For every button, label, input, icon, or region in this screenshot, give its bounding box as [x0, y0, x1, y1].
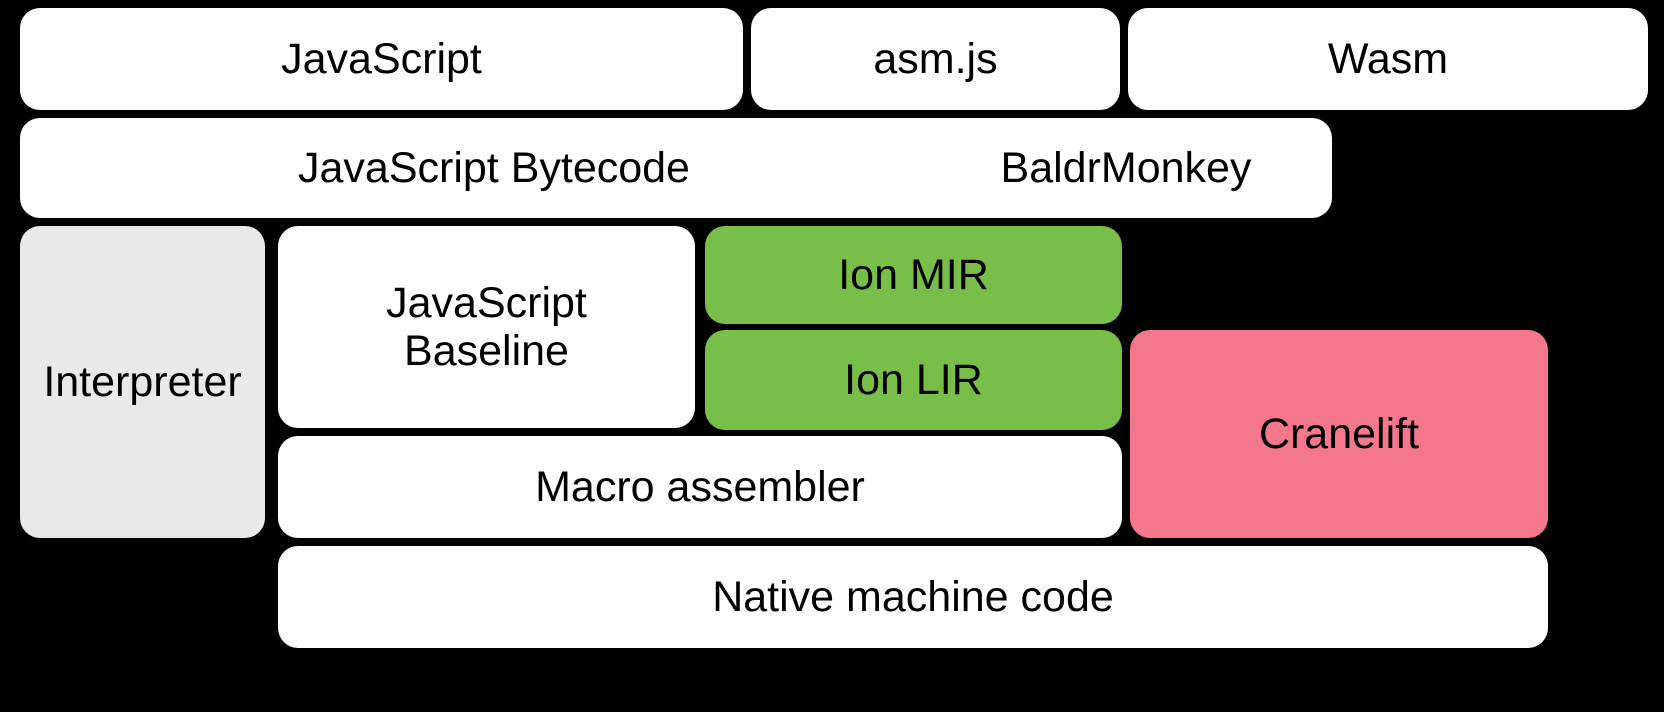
node-native-machine-code: Native machine code — [278, 546, 1548, 648]
node-baldrmonkey: BaldrMonkey — [920, 118, 1332, 218]
node-cranelift: Cranelift — [1130, 330, 1548, 538]
node-asmjs: asm.js — [751, 8, 1120, 110]
node-js-baseline: JavaScript Baseline — [278, 226, 695, 428]
node-macro-assembler: Macro assembler — [278, 436, 1122, 538]
node-ion-lir: Ion LIR — [705, 330, 1122, 430]
node-ion-mir: Ion MIR — [705, 226, 1122, 324]
node-wasm: Wasm — [1128, 8, 1648, 110]
node-javascript: JavaScript — [20, 8, 743, 110]
node-interpreter: Interpreter — [20, 226, 265, 538]
node-js-bytecode: JavaScript Bytecode — [20, 118, 968, 218]
